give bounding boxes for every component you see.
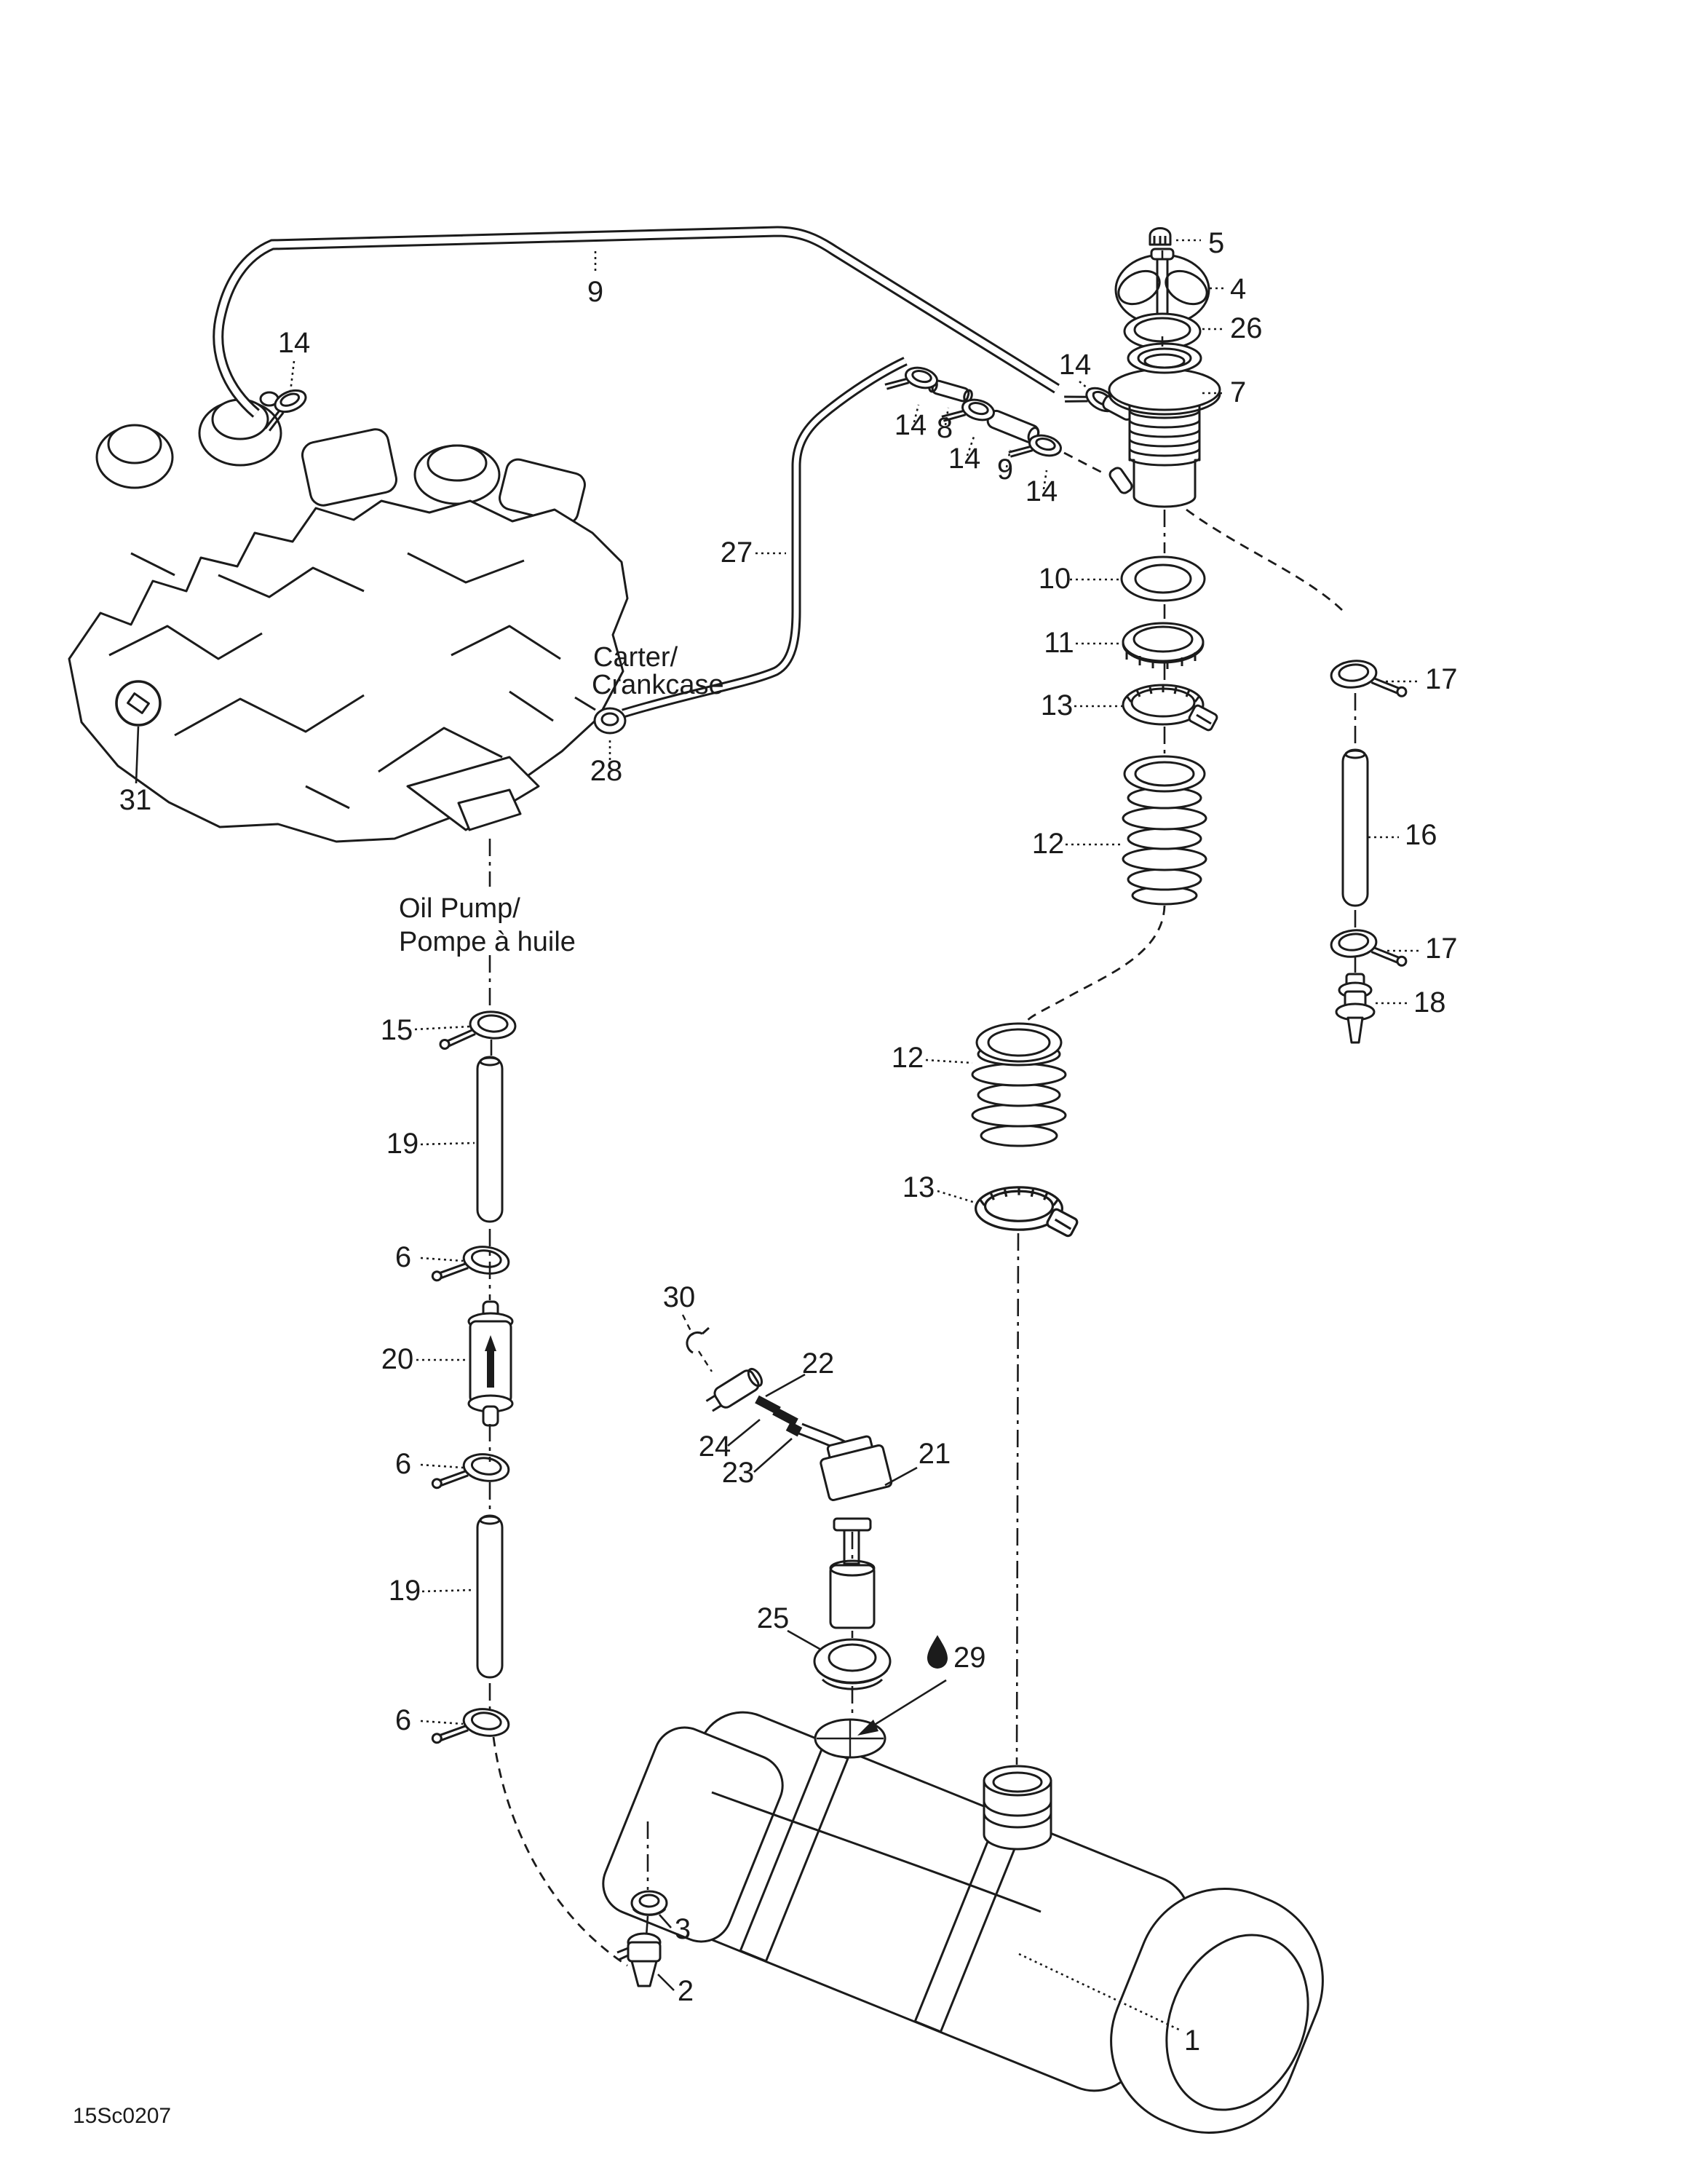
callout-12b: 12 <box>892 1042 924 1074</box>
callout-13: 13 <box>1041 689 1074 721</box>
callout-13b: 13 <box>903 1171 935 1203</box>
text-annotations: Carter/ Crankcase Oil Pump/ Pompe à huil… <box>73 642 724 2128</box>
part-7-filler-neck <box>1108 342 1221 508</box>
part-2-outlet-fitting <box>616 1932 662 1987</box>
crankcase-label-line1: Carter/ <box>593 642 678 673</box>
callout-31: 31 <box>119 784 152 816</box>
callout-18: 18 <box>1413 986 1446 1018</box>
leader-lines <box>289 239 1419 2031</box>
callout-17b: 17 <box>1425 933 1458 965</box>
callout-3: 3 <box>675 1913 691 1945</box>
part-19-hose-b <box>476 1514 504 1679</box>
part-30-clip <box>686 1326 710 1354</box>
callout-1: 1 <box>1184 2025 1200 2057</box>
part-20-oil-filter <box>467 1300 514 1427</box>
callout-19b: 19 <box>389 1575 421 1607</box>
callout-19: 19 <box>386 1128 419 1160</box>
callout-24: 24 <box>699 1431 731 1463</box>
callout-2: 2 <box>678 1975 694 2007</box>
part-17-clamp-b <box>1328 924 1408 974</box>
hose-9-long <box>213 226 1060 418</box>
hose-27 <box>622 357 908 719</box>
part-19-hose-a <box>476 1056 504 1223</box>
callout-28: 28 <box>590 755 623 787</box>
part-17-clamp-a <box>1328 654 1408 705</box>
part-18-fitting <box>1335 973 1376 1044</box>
callout-27: 27 <box>721 537 753 569</box>
callout-11: 11 <box>1044 627 1074 659</box>
callout-14c: 14 <box>894 409 927 441</box>
part-13-clamp-a <box>1122 684 1220 733</box>
callout-4: 4 <box>1230 273 1246 305</box>
callout-23: 23 <box>722 1457 755 1489</box>
part-28-crankcase-fitting <box>593 707 627 735</box>
callout-12: 12 <box>1032 828 1065 860</box>
callout-25: 25 <box>757 1602 790 1634</box>
part-5-vent-cap <box>1149 227 1172 246</box>
callout-29: 29 <box>953 1642 986 1674</box>
part-10-washer <box>1120 555 1206 602</box>
callout-6b: 6 <box>395 1448 411 1480</box>
callout-5: 5 <box>1208 227 1224 259</box>
callout-labels: 9 14 27 28 31 5 4 26 7 14 14 8 14 9 14 1… <box>119 227 1458 2057</box>
callout-22: 22 <box>802 1348 835 1380</box>
callout-6: 6 <box>395 1241 411 1273</box>
callout-14d: 14 <box>948 443 981 475</box>
callout-17: 17 <box>1425 663 1458 695</box>
part-1-oil-tank <box>602 1711 1324 2134</box>
part-25-grommet <box>813 1638 892 1690</box>
callout-21: 21 <box>919 1438 951 1470</box>
oil-drop-icon <box>927 1635 948 1669</box>
callout-7: 7 <box>1230 376 1246 408</box>
neck-stub-lower <box>1108 467 1133 494</box>
part-12-bellows-b <box>971 1022 1067 1147</box>
callout-8: 8 <box>937 412 953 444</box>
part-12-bellows-a <box>1122 755 1207 906</box>
oil-pump-label-line2: Pompe à huile <box>399 927 576 957</box>
crankcase-label-line2: Crankcase <box>592 670 724 700</box>
callout-14b: 14 <box>1059 349 1092 381</box>
engine-illustration <box>68 391 629 843</box>
part-13-clamp-b <box>974 1186 1080 1239</box>
callout-26: 26 <box>1230 312 1263 344</box>
part-3-grommet <box>630 1890 668 1916</box>
callout-14: 14 <box>278 327 311 359</box>
callout-16: 16 <box>1405 819 1437 851</box>
part-22-connector <box>705 1367 763 1412</box>
drawing-code: 15Sc0207 <box>73 2104 171 2128</box>
part-16-hose <box>1341 748 1369 907</box>
callout-30: 30 <box>663 1281 696 1313</box>
callout-14e: 14 <box>1026 475 1058 507</box>
part-11-ring-nut <box>1122 622 1205 669</box>
part-6-clamp-a <box>431 1238 512 1291</box>
part-6-clamp-b <box>431 1446 512 1499</box>
callout-9b: 9 <box>997 454 1013 486</box>
callout-10: 10 <box>1039 563 1071 595</box>
part-31-marker <box>115 680 162 784</box>
callout-9: 9 <box>587 276 603 308</box>
callout-20: 20 <box>381 1343 414 1375</box>
part-6-clamp-c <box>431 1701 512 1754</box>
connector-cluster-to-neck <box>1063 451 1107 476</box>
callout-15: 15 <box>381 1014 413 1046</box>
part-21-oil-sensor <box>796 1423 893 1629</box>
oil-pump-label-line1: Oil Pump/ <box>399 893 520 924</box>
callout-6c: 6 <box>395 1704 411 1736</box>
part-24-terminals <box>755 1395 798 1427</box>
assembly-center-lines <box>488 250 1357 1967</box>
part-15-clamp <box>439 1007 517 1055</box>
